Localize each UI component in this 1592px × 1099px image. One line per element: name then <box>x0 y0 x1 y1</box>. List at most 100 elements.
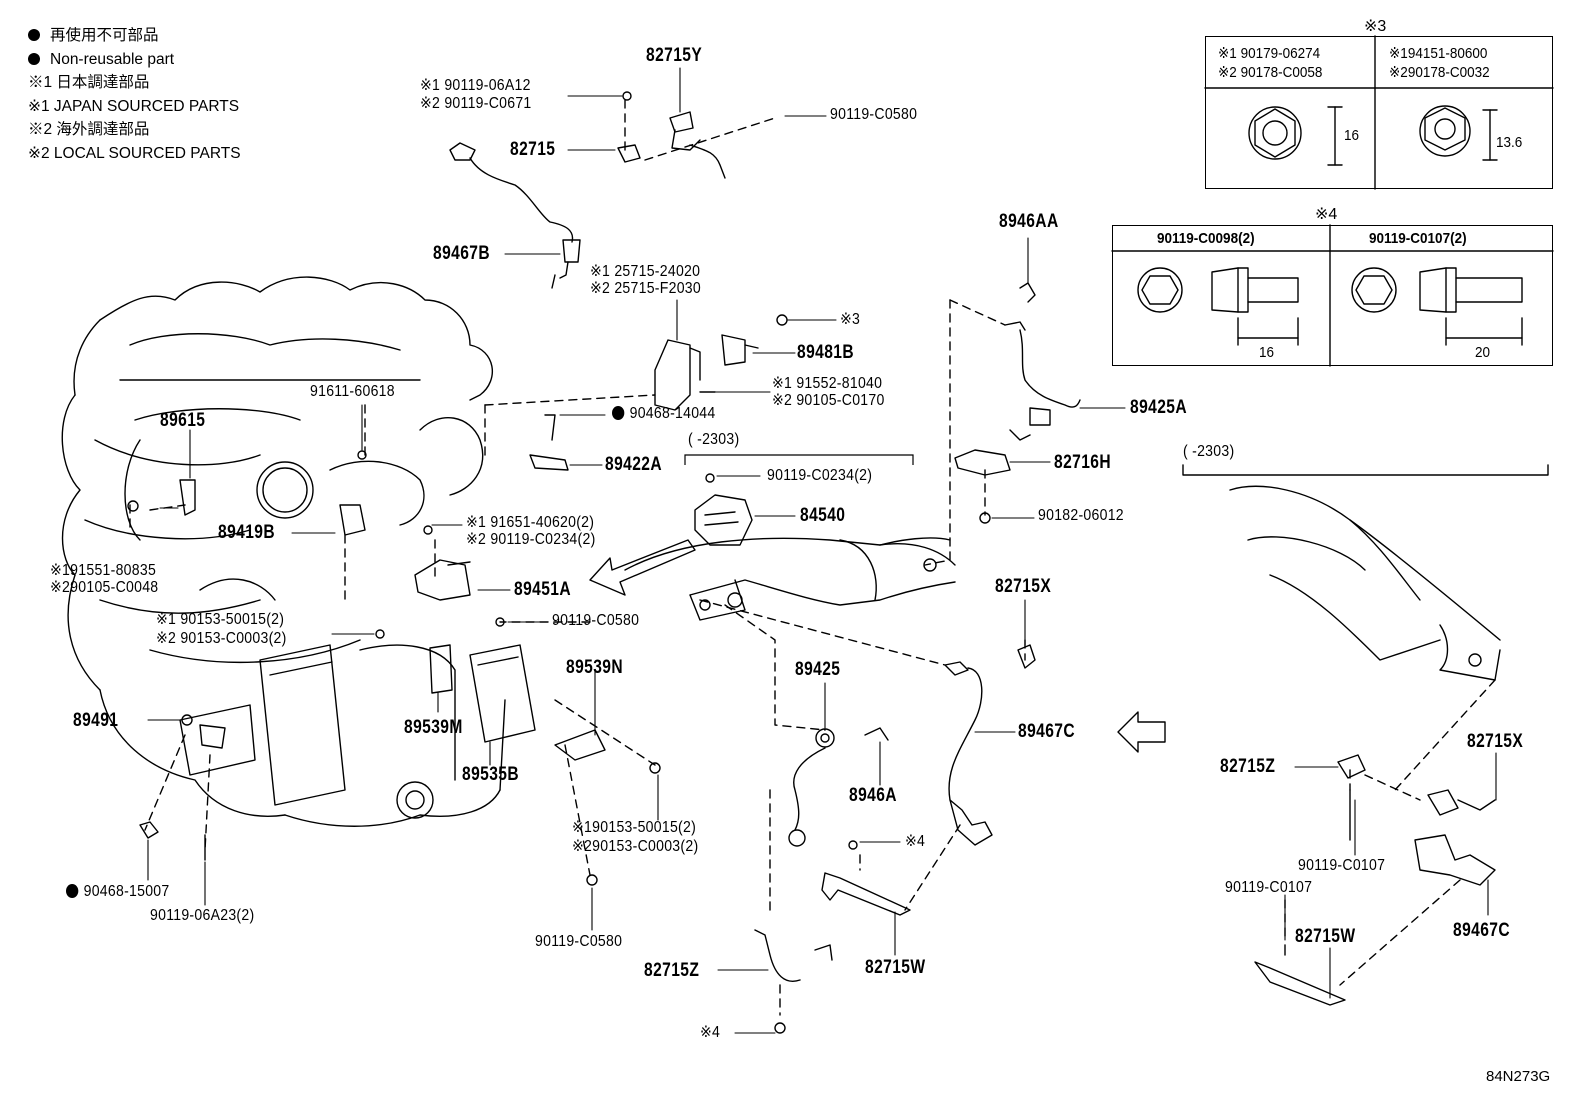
date-tag-left: ( -2303) <box>688 431 740 448</box>
label-91651-40620[interactable]: ※1 91651-40620(2) <box>466 514 595 531</box>
label-82715[interactable]: 82715 <box>510 139 556 160</box>
label-82715Z-bot[interactable]: 82715Z <box>644 960 700 981</box>
label-89422A[interactable]: 89422A <box>605 454 663 475</box>
date-tag-right: ( -2303) <box>1183 443 1235 460</box>
label-91551-80835[interactable]: ※191551-80835 <box>50 562 157 579</box>
harness-89425A <box>1004 282 1081 441</box>
label-90119-06A12[interactable]: ※1 90119-06A12 <box>420 77 531 94</box>
ref3-right-dim: 13.6 <box>1496 134 1523 151</box>
label-89467C-right[interactable]: 89467C <box>1453 920 1511 941</box>
legend-row-local-jp: ※2 海外調達部品 <box>28 121 150 138</box>
label-90119-C0580-bot[interactable]: 90119-C0580 <box>535 933 623 950</box>
non-reusable-dot-icon <box>66 884 79 898</box>
ref3-left-line1: ※1 90179-06274 <box>1218 45 1321 62</box>
label-25715-F2030[interactable]: ※2 25715-F2030 <box>590 280 702 297</box>
label-90153-C0003a[interactable]: ※2 90153-C0003(2) <box>156 630 287 647</box>
switch-84540 <box>694 473 753 546</box>
label-89419B[interactable]: 89419B <box>218 522 276 543</box>
label-90105-C0170[interactable]: ※2 90105-C0170 <box>772 392 885 409</box>
ref3-table-lines <box>1204 35 1554 190</box>
label-89535B[interactable]: 89535B <box>462 764 520 785</box>
ref4-right-dim: 20 <box>1475 344 1491 361</box>
ref3-right-line1: ※194151-80600 <box>1389 45 1488 62</box>
label-90119-C0234-2b[interactable]: ※2 90119-C0234(2) <box>466 531 596 548</box>
clip-82715X <box>1017 644 1036 669</box>
legend-row-non-reusable-jp: 再使用不可部品 <box>28 24 241 48</box>
exhaust-pipe-illustration <box>624 537 956 621</box>
label-90153-50015a[interactable]: ※1 90153-50015(2) <box>156 611 285 628</box>
sensor-89491 <box>139 714 226 861</box>
label-89491[interactable]: 89491 <box>73 710 119 731</box>
sensor-89422A <box>529 414 569 471</box>
label-ref4-mark-a: ※4 <box>905 833 926 850</box>
ecu-89535B <box>375 617 661 886</box>
harness-89467C <box>944 661 993 846</box>
label-89425[interactable]: 89425 <box>795 659 841 680</box>
ref3-left-line2: ※2 90178-C0058 <box>1218 64 1323 81</box>
label-90119-C0580-mid[interactable]: 90119-C0580 <box>552 612 640 629</box>
non-reusable-dot-icon <box>612 406 625 420</box>
label-90468-15007-text: 90468-15007 <box>83 883 170 900</box>
right-inset-illustration <box>1182 464 1549 1006</box>
harness-89425 <box>788 727 889 847</box>
label-90119-C0671[interactable]: ※2 90119-C0671 <box>420 95 532 112</box>
legend-row-japan-jp: ※1 日本調達部品 <box>28 74 150 91</box>
sensor-89615 <box>127 479 196 516</box>
label-82716H[interactable]: 82716H <box>1054 452 1112 473</box>
label-82715Y[interactable]: 82715Y <box>646 45 703 66</box>
label-ref4-mark-b: ※4 <box>700 1024 721 1041</box>
label-89451A[interactable]: 89451A <box>514 579 572 600</box>
sensor-89419B <box>339 450 367 536</box>
ref3-title: ※3 <box>1364 18 1387 35</box>
ref4-left-dim: 16 <box>1259 344 1275 361</box>
hollow-arrow-icon <box>589 539 1166 753</box>
bracket-25715 <box>654 314 788 411</box>
engine-block-illustration <box>61 276 506 827</box>
label-90468-15007[interactable]: 90468-15007 <box>66 884 170 900</box>
label-82715W-right[interactable]: 82715W <box>1295 926 1356 947</box>
ref4-table: 90119-C0098(2) 90119-C0107(2) 16 20 <box>1112 225 1553 366</box>
label-90119-06A23[interactable]: 90119-06A23(2) <box>150 907 255 924</box>
label-90119-C0107a[interactable]: 90119-C0107 <box>1298 857 1386 874</box>
label-82715X-mid[interactable]: 82715X <box>995 576 1052 597</box>
label-89467C-mid[interactable]: 89467C <box>1018 721 1076 742</box>
label-8946A[interactable]: 8946A <box>849 785 897 806</box>
sensor-89451A <box>414 525 471 601</box>
label-89481B[interactable]: 89481B <box>797 342 855 363</box>
diagram-code: 84N273G <box>1486 1068 1551 1085</box>
ref4-title: ※4 <box>1315 206 1338 223</box>
legend-row-japan-en: ※1 JAPAN SOURCED PARTS <box>28 97 240 115</box>
label-91611-60618[interactable]: 91611-60618 <box>310 383 395 400</box>
label-90153-50015b[interactable]: ※190153-50015(2) <box>572 819 697 836</box>
label-90153-C0003b[interactable]: ※290153-C0003(2) <box>572 838 699 855</box>
legend-row-non-reusable-en: Non-reusable part <box>28 48 241 72</box>
label-ref3-mark: ※3 <box>840 311 861 328</box>
label-89539M[interactable]: 89539M <box>404 717 463 738</box>
ref4-right-part: 90119-C0107(2) <box>1369 230 1467 247</box>
label-82715W-mid[interactable]: 82715W <box>865 957 926 978</box>
solid-leader-lines <box>147 67 1497 1034</box>
label-90119-C0107b[interactable]: 90119-C0107 <box>1225 879 1313 896</box>
label-82715Z-right[interactable]: 82715Z <box>1220 756 1276 777</box>
label-89467B[interactable]: 89467B <box>433 243 491 264</box>
label-90468-14044[interactable]: 90468-14044 <box>612 406 716 422</box>
label-91552-81040[interactable]: ※1 91552-81040 <box>772 375 883 392</box>
label-90105-C0048[interactable]: ※290105-C0048 <box>50 579 159 596</box>
label-90119-C0580-top[interactable]: 90119-C0580 <box>830 106 918 123</box>
label-82715X-right[interactable]: 82715X <box>1467 731 1524 752</box>
label-90468-14044-text: 90468-14044 <box>629 405 716 422</box>
bracket-82715Y <box>617 91 726 179</box>
label-89615[interactable]: 89615 <box>160 410 206 431</box>
label-90119-C0234-2a[interactable]: 90119-C0234(2) <box>767 467 873 484</box>
ref4-table-lines <box>1111 224 1554 367</box>
label-89539N[interactable]: 89539N <box>566 657 624 678</box>
label-8946AA[interactable]: 8946AA <box>999 211 1059 232</box>
label-84540[interactable]: 84540 <box>800 505 846 526</box>
bracket-82716H <box>954 449 1011 524</box>
label-90182-06012[interactable]: 90182-06012 <box>1038 507 1124 524</box>
sensor-89467B-harness <box>449 142 581 289</box>
label-25715-24020[interactable]: ※1 25715-24020 <box>590 263 701 280</box>
label-89425A[interactable]: 89425A <box>1130 397 1188 418</box>
